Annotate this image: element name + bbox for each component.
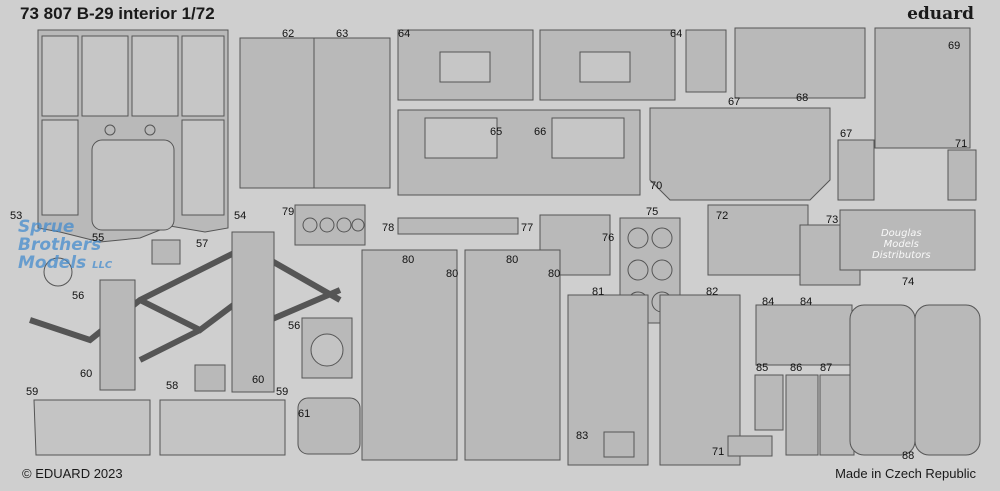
part-number: 70 (650, 180, 663, 192)
part-number: 66 (534, 126, 547, 138)
part-number: 67 (840, 128, 853, 140)
part-number: 53 (10, 210, 23, 222)
part-number: 87 (820, 362, 833, 374)
part-number: 86 (790, 362, 803, 374)
part-80-left (361, 249, 458, 461)
part-number: 72 (716, 210, 729, 222)
part-number: 64 (670, 28, 683, 40)
part-68 (734, 27, 866, 99)
part-number: 68 (796, 92, 809, 104)
part-88-right (914, 304, 981, 456)
part-71-bottom (727, 435, 773, 457)
part-78-77 (397, 217, 519, 235)
part-number: 88 (902, 450, 915, 462)
part-strips (685, 29, 727, 93)
part-number: 57 (196, 238, 209, 250)
part-number: 65 (490, 126, 503, 138)
part-number: 71 (712, 446, 725, 458)
part-number: 80 (506, 254, 519, 266)
part-number: 83 (576, 430, 589, 442)
part-57 (151, 239, 181, 265)
part-number: 84 (800, 296, 813, 308)
part-87 (819, 374, 855, 456)
part-number: 54 (234, 210, 247, 222)
part-number: 62 (282, 28, 295, 40)
part-72 (707, 204, 809, 276)
fret-title: 73 807 B-29 interior 1/72 (20, 4, 215, 23)
part-59-right (159, 399, 286, 456)
part-55-ring (43, 257, 73, 287)
part-number: 76 (602, 232, 615, 244)
part-number: 73 (826, 214, 839, 226)
part-number: 56 (288, 320, 301, 332)
part-number: 71 (955, 138, 968, 150)
part-60-column (231, 231, 275, 393)
part-number: 67 (728, 96, 741, 108)
part-71-top (947, 149, 977, 201)
part-number: 75 (646, 206, 659, 218)
part-number: 74 (902, 276, 915, 288)
part-number: 61 (298, 408, 311, 420)
part-number: 60 (252, 374, 265, 386)
part-61 (297, 397, 361, 455)
part-74 (839, 209, 976, 271)
part-number: 58 (166, 380, 179, 392)
part-number: 81 (592, 286, 605, 298)
part-number: 60 (80, 368, 93, 380)
part-number: 84 (762, 296, 775, 308)
part-number: 64 (398, 28, 411, 40)
brand-logo: eduard (907, 4, 974, 24)
part-number: 56 (72, 290, 85, 302)
part-number: 80 (446, 268, 459, 280)
part-60-strut (99, 279, 136, 391)
part-number: 55 (92, 232, 105, 244)
watermark-douglas: Douglas Models Distributors (872, 228, 931, 261)
part-number: 59 (26, 386, 39, 398)
part-number: 79 (282, 206, 295, 218)
watermark-sprue-brothers: Sprue Brothers Models LLC (18, 217, 113, 273)
copyright-text: © EDUARD 2023 (22, 466, 123, 481)
part-56-60-frame (29, 247, 342, 363)
part-number: 69 (948, 40, 961, 52)
part-67-70 (649, 107, 831, 201)
part-number: 63 (336, 28, 349, 40)
part-88-left (849, 304, 916, 456)
part-59-left (33, 399, 151, 456)
part-number: 77 (521, 222, 534, 234)
origin-text: Made in Czech Republic (835, 466, 976, 481)
part-82 (659, 294, 741, 466)
part-69 (874, 27, 971, 149)
part-number: 82 (706, 286, 719, 298)
part-62-63 (239, 37, 391, 189)
part-83 (603, 431, 635, 458)
part-84 (755, 304, 853, 366)
part-67-small (837, 139, 875, 201)
part-53-54-seat (37, 29, 229, 243)
part-number: 85 (756, 362, 769, 374)
part-80-right (464, 249, 561, 461)
part-86 (785, 374, 819, 456)
part-58 (194, 364, 226, 392)
part-number: 80 (402, 254, 415, 266)
part-number: 59 (276, 386, 289, 398)
part-number: 80 (548, 268, 561, 280)
part-number: 78 (382, 222, 395, 234)
part-85 (754, 374, 784, 431)
